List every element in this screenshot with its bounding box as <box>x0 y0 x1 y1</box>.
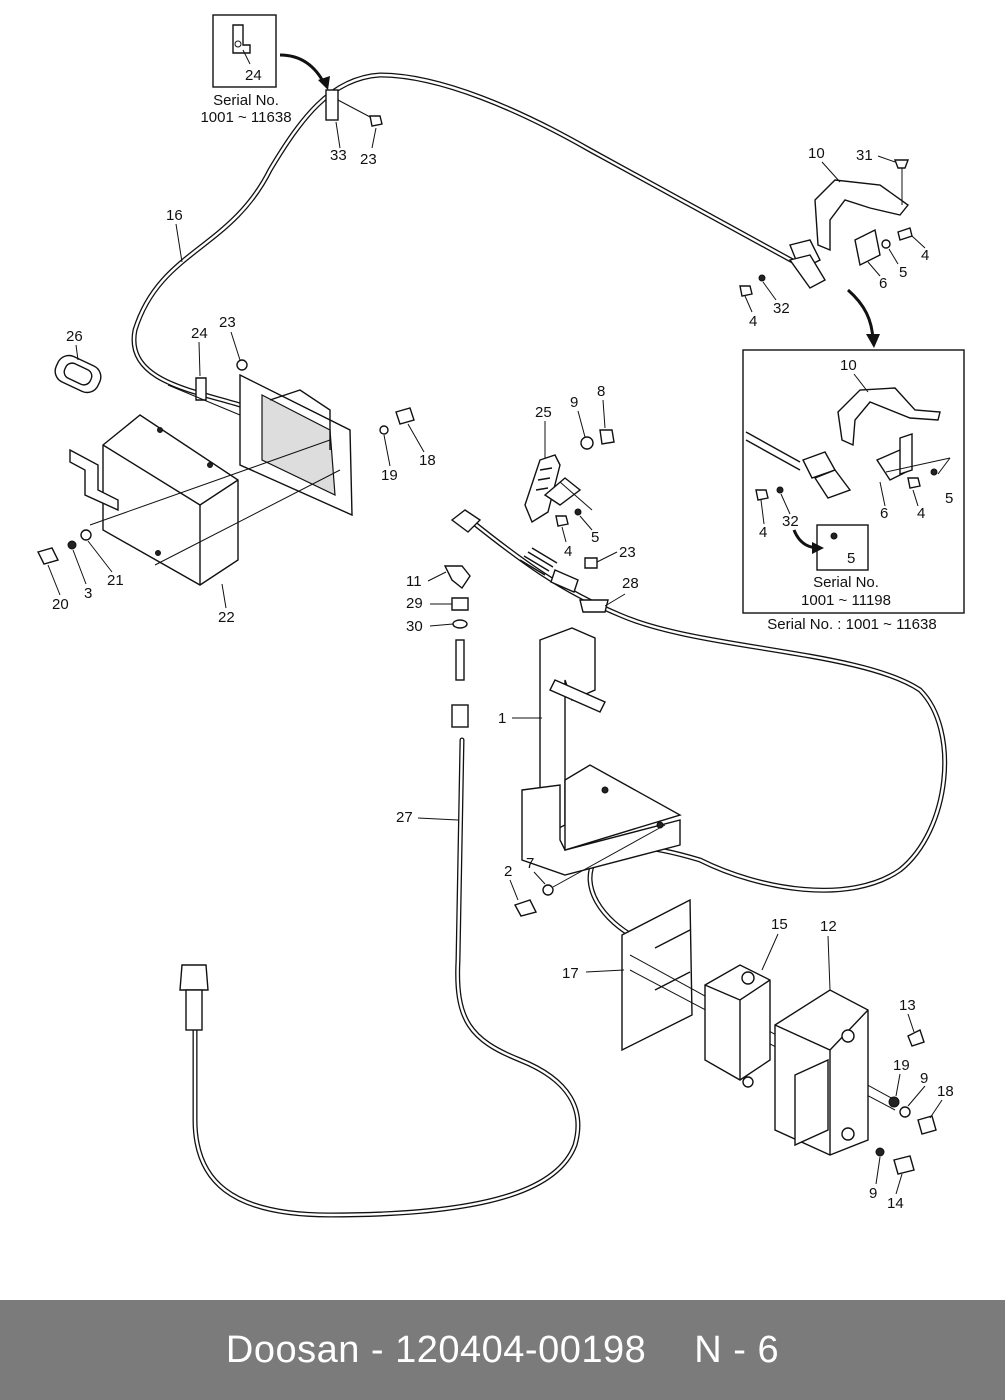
callout-10: 10 <box>840 357 857 374</box>
callout-19: 19 <box>893 1057 910 1074</box>
bracket-10-assembly: 10 31 4 5 6 32 4 <box>739 145 929 348</box>
callout-22: 22 <box>218 609 235 626</box>
callout-1: 1 <box>498 710 506 727</box>
footer-part-number: Doosan - 120404-00198 <box>225 1328 647 1371</box>
callout-20: 20 <box>52 596 69 613</box>
footer-bar: Doosan - 120404-00198 N - 6 <box>0 1300 1005 1400</box>
parts-diagram: 24 Serial No. 1001 ~ 11638 33 23 16 10 3… <box>36 14 965 1218</box>
callout-5: 5 <box>899 264 907 281</box>
callout-31: 31 <box>856 147 873 164</box>
callout-32: 32 <box>782 513 799 530</box>
footer-page-ref: N - 6 <box>694 1328 780 1371</box>
callout-6: 6 <box>880 505 888 522</box>
callout-23: 23 <box>219 314 236 331</box>
callout-3: 3 <box>84 585 92 602</box>
inset-serial-bracket: 10 5 4 6 32 4 5 Serial No. 1001 ~ 11198 <box>742 349 965 614</box>
callout-19: 19 <box>381 467 398 484</box>
callout-10: 10 <box>808 145 825 162</box>
callout-29: 29 <box>406 595 423 612</box>
callout-7: 7 <box>526 855 534 872</box>
callout-28: 28 <box>622 575 639 592</box>
cable-16 <box>131 72 803 408</box>
callout-13: 13 <box>899 997 916 1014</box>
bracket-1: 1 <box>498 627 682 876</box>
bolt-2: 2 7 <box>504 824 666 917</box>
callout-32: 32 <box>773 300 790 317</box>
callout-24: 24 <box>191 325 208 342</box>
callout-18: 18 <box>937 1083 954 1100</box>
cable-27-fittings: 11 29 30 27 <box>179 565 471 1031</box>
callout-15: 15 <box>771 916 788 933</box>
callout-4: 4 <box>564 543 572 560</box>
callout-26: 26 <box>66 328 83 345</box>
callout-33: 33 <box>330 147 347 164</box>
callout-5: 5 <box>847 550 855 567</box>
callout-2: 2 <box>504 863 512 880</box>
serial-label: Serial No. <box>213 92 279 109</box>
callout-14: 14 <box>887 1195 904 1212</box>
callout-12: 12 <box>820 918 837 935</box>
callout-8: 8 <box>597 383 605 400</box>
callout-11: 11 <box>406 573 422 590</box>
callout-9: 9 <box>570 394 578 411</box>
callout-5: 5 <box>945 490 953 507</box>
clip-33: 33 23 <box>325 89 383 168</box>
callout-24: 24 <box>245 67 262 84</box>
callout-17: 17 <box>562 965 579 982</box>
callout-21: 21 <box>107 572 124 589</box>
serial-range: 1001 ~ 11638 <box>200 109 291 126</box>
left-assembly: 26 24 23 19 18 20 3 <box>36 314 436 626</box>
callout-9: 9 <box>869 1185 877 1202</box>
callout-4: 4 <box>917 505 925 522</box>
callout-5: 5 <box>591 529 599 546</box>
callout-23: 23 <box>619 544 636 561</box>
switch-assembly: 17 15 12 13 19 9 18 9 14 <box>562 898 954 1212</box>
callout-27: 27 <box>396 809 413 826</box>
callout-25: 25 <box>535 404 552 421</box>
inset-caption: Serial No. : 1001 ~ 11638 <box>767 616 936 633</box>
callout-16: 16 <box>166 207 183 224</box>
callout-18: 18 <box>419 452 436 469</box>
callout-30: 30 <box>406 618 423 635</box>
callout-23: 23 <box>360 151 377 168</box>
callout-4: 4 <box>759 524 767 541</box>
cable-27 <box>192 737 581 1218</box>
pedal-25: 25 9 8 5 4 23 28 <box>450 383 639 613</box>
inset-serial-range: 1001 ~ 11198 <box>801 592 891 609</box>
callout-4: 4 <box>921 247 929 264</box>
callout-4: 4 <box>749 313 757 330</box>
callout-9: 9 <box>920 1070 928 1087</box>
callout-6: 6 <box>879 275 887 292</box>
inset-serial-clip: 24 Serial No. 1001 ~ 11638 <box>200 14 330 126</box>
inset-serial-label: Serial No. <box>813 574 879 591</box>
